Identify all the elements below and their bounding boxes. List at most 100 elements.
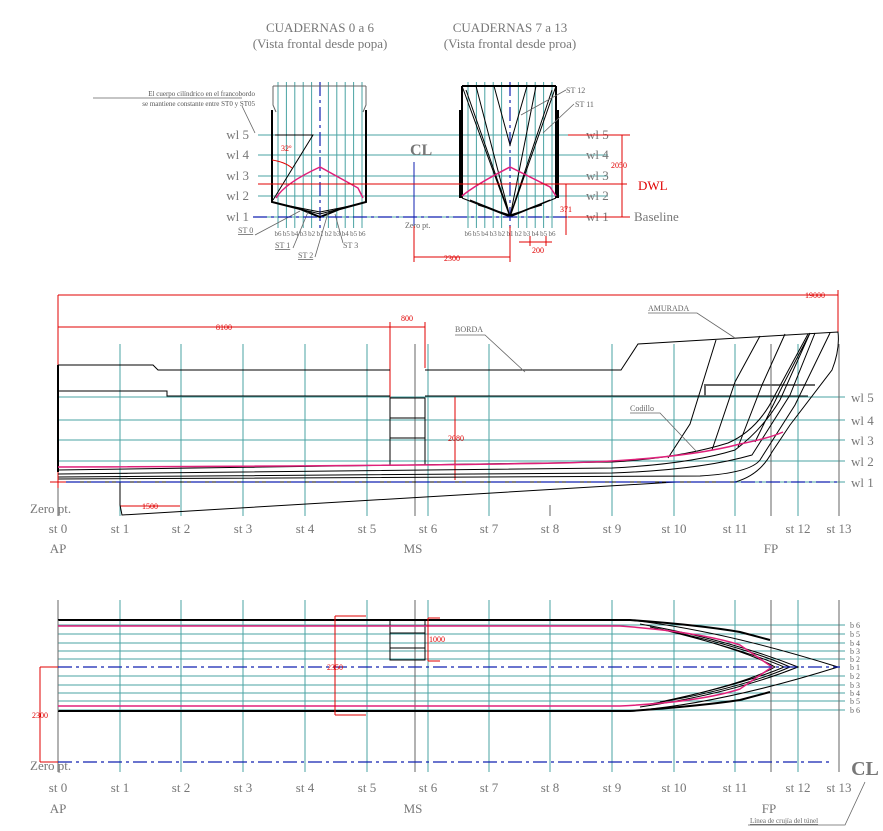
- body-plan-grid: wl 5wl 5wl 4wl 4wl 3wl 3wl 2wl 2wl 1wl 1…: [226, 82, 609, 238]
- buttock-label: b 6: [850, 621, 860, 630]
- aft-body-subtitle: (Vista frontal desde popa): [253, 36, 388, 51]
- station-label: st 1: [111, 521, 129, 536]
- buttock-label: b6: [275, 230, 283, 238]
- dim-8100: 8100: [216, 323, 232, 332]
- buttock-label: b 1: [850, 663, 860, 672]
- cylinder-note-line1: El cuerpo cilíndrico en el francobordo: [148, 90, 255, 98]
- zero-pt-label-plan: Zero pt.: [30, 758, 71, 773]
- waterline-label-right: wl 3: [586, 168, 609, 183]
- borda-leader: [455, 334, 526, 373]
- buttock-label: b 4: [850, 639, 860, 648]
- fwd-body-title: CUADERNAS 7 a 13: [453, 20, 567, 35]
- amurada-label: AMURADA: [648, 304, 690, 313]
- amurada-leader: [648, 312, 736, 339]
- tunnel-note: Línea de crujía del túnel: [750, 817, 818, 825]
- borda-label: BORDA: [455, 325, 483, 334]
- zero-pt-label-profile: Zero pt.: [30, 501, 71, 516]
- station-label: st 4: [296, 780, 315, 795]
- aft-body-title: CUADERNAS 0 a 6: [266, 20, 374, 35]
- station-label: st 9: [603, 521, 621, 536]
- station-label: st 13: [827, 780, 852, 795]
- st2-label: ST 2: [298, 251, 313, 260]
- dwl-label: DWL: [638, 178, 668, 193]
- ap-marker-plan: AP: [50, 801, 67, 816]
- bulwark-step: [704, 384, 815, 396]
- dim-2300: 2300: [444, 254, 460, 263]
- buttock-label: b6: [465, 230, 473, 238]
- fp-marker-profile: FP: [764, 541, 778, 556]
- dim-19000: 19000: [805, 291, 825, 300]
- plan-dimensions: [39, 615, 440, 763]
- st11-label: ST 11: [575, 100, 594, 109]
- station-label: st 1: [111, 780, 129, 795]
- dim-2050: 2050: [611, 161, 627, 170]
- station-label: st 4: [296, 521, 315, 536]
- buttock-label: b 3: [850, 647, 860, 656]
- station-label: st 11: [723, 521, 747, 536]
- dim-2350: 2350: [327, 663, 343, 672]
- station-label: st 9: [603, 780, 621, 795]
- aft-stations: [271, 134, 367, 215]
- buttock-label: b 2: [850, 655, 860, 664]
- station-label: st 7: [480, 521, 499, 536]
- aft-chine: [275, 166, 364, 199]
- buttock-label: b4: [481, 230, 489, 238]
- buttock-label: b2: [308, 230, 316, 238]
- zero-pt-label: Zero pt.: [405, 221, 430, 230]
- buttock-label: b3: [333, 230, 341, 238]
- waterline-label-left: wl 4: [226, 147, 249, 162]
- station-label: st 10: [662, 780, 687, 795]
- dim-1000: 1000: [429, 635, 445, 644]
- angle-label: 32º: [281, 144, 292, 153]
- cylinder-note-line2: se mantiene constante entre ST0 y ST05: [142, 100, 255, 108]
- waterline-label: wl 5: [851, 390, 874, 405]
- dim-371: 371: [560, 205, 572, 214]
- fwd-hull-outline: [459, 85, 559, 198]
- buttock-label: b5: [283, 230, 291, 238]
- station-label: st 8: [541, 521, 559, 536]
- station-label: st 6: [419, 521, 438, 536]
- codillo-label: Codillo: [630, 404, 654, 413]
- dim-2300-plan: 2300: [32, 711, 48, 720]
- buttock-label: b3: [490, 230, 498, 238]
- buttock-label: b3: [300, 230, 308, 238]
- station-label: st 7: [480, 780, 499, 795]
- centerline-symbol: CL: [410, 142, 432, 159]
- station-label: st 10: [662, 521, 687, 536]
- buttock-label: b2: [515, 230, 523, 238]
- station-label: st 5: [358, 780, 376, 795]
- buttock-label: b2: [325, 230, 333, 238]
- waterline-label: wl 2: [851, 454, 874, 469]
- ms-marker-plan: MS: [404, 801, 423, 816]
- buttock-label: b3: [523, 230, 531, 238]
- ap-marker-profile: AP: [50, 541, 67, 556]
- buttock-label: b4: [342, 230, 350, 238]
- station-label: st 11: [723, 780, 747, 795]
- buttock-label: b1: [317, 230, 325, 238]
- st3-label: ST 3: [343, 241, 358, 250]
- fwd-body-subtitle: (Vista frontal desde proa): [444, 36, 576, 51]
- station-label: st 6: [419, 780, 438, 795]
- note-leader: [93, 97, 256, 134]
- dim-800: 800: [401, 314, 413, 323]
- buttock-label: b2: [498, 230, 506, 238]
- station-label: st 3: [234, 521, 252, 536]
- fwd-leaders: [520, 89, 575, 134]
- station-label: st 3: [234, 780, 252, 795]
- station-label: st 0: [49, 780, 67, 795]
- station-label: st 2: [172, 780, 190, 795]
- station-label: st 12: [786, 780, 811, 795]
- centerline-symbol-plan: CL: [851, 758, 879, 780]
- station-label: st 2: [172, 521, 190, 536]
- codillo-leader: [630, 412, 698, 453]
- body-plan: CUADERNAS 0 a 6 (Vista frontal desde pop…: [93, 20, 679, 263]
- dimension-lines: [258, 134, 630, 262]
- waterline-label-left: wl 2: [226, 188, 249, 203]
- plan-centerlines: [58, 666, 840, 763]
- st0-label: ST 0: [238, 226, 253, 235]
- dim-1500: 1500: [142, 502, 158, 511]
